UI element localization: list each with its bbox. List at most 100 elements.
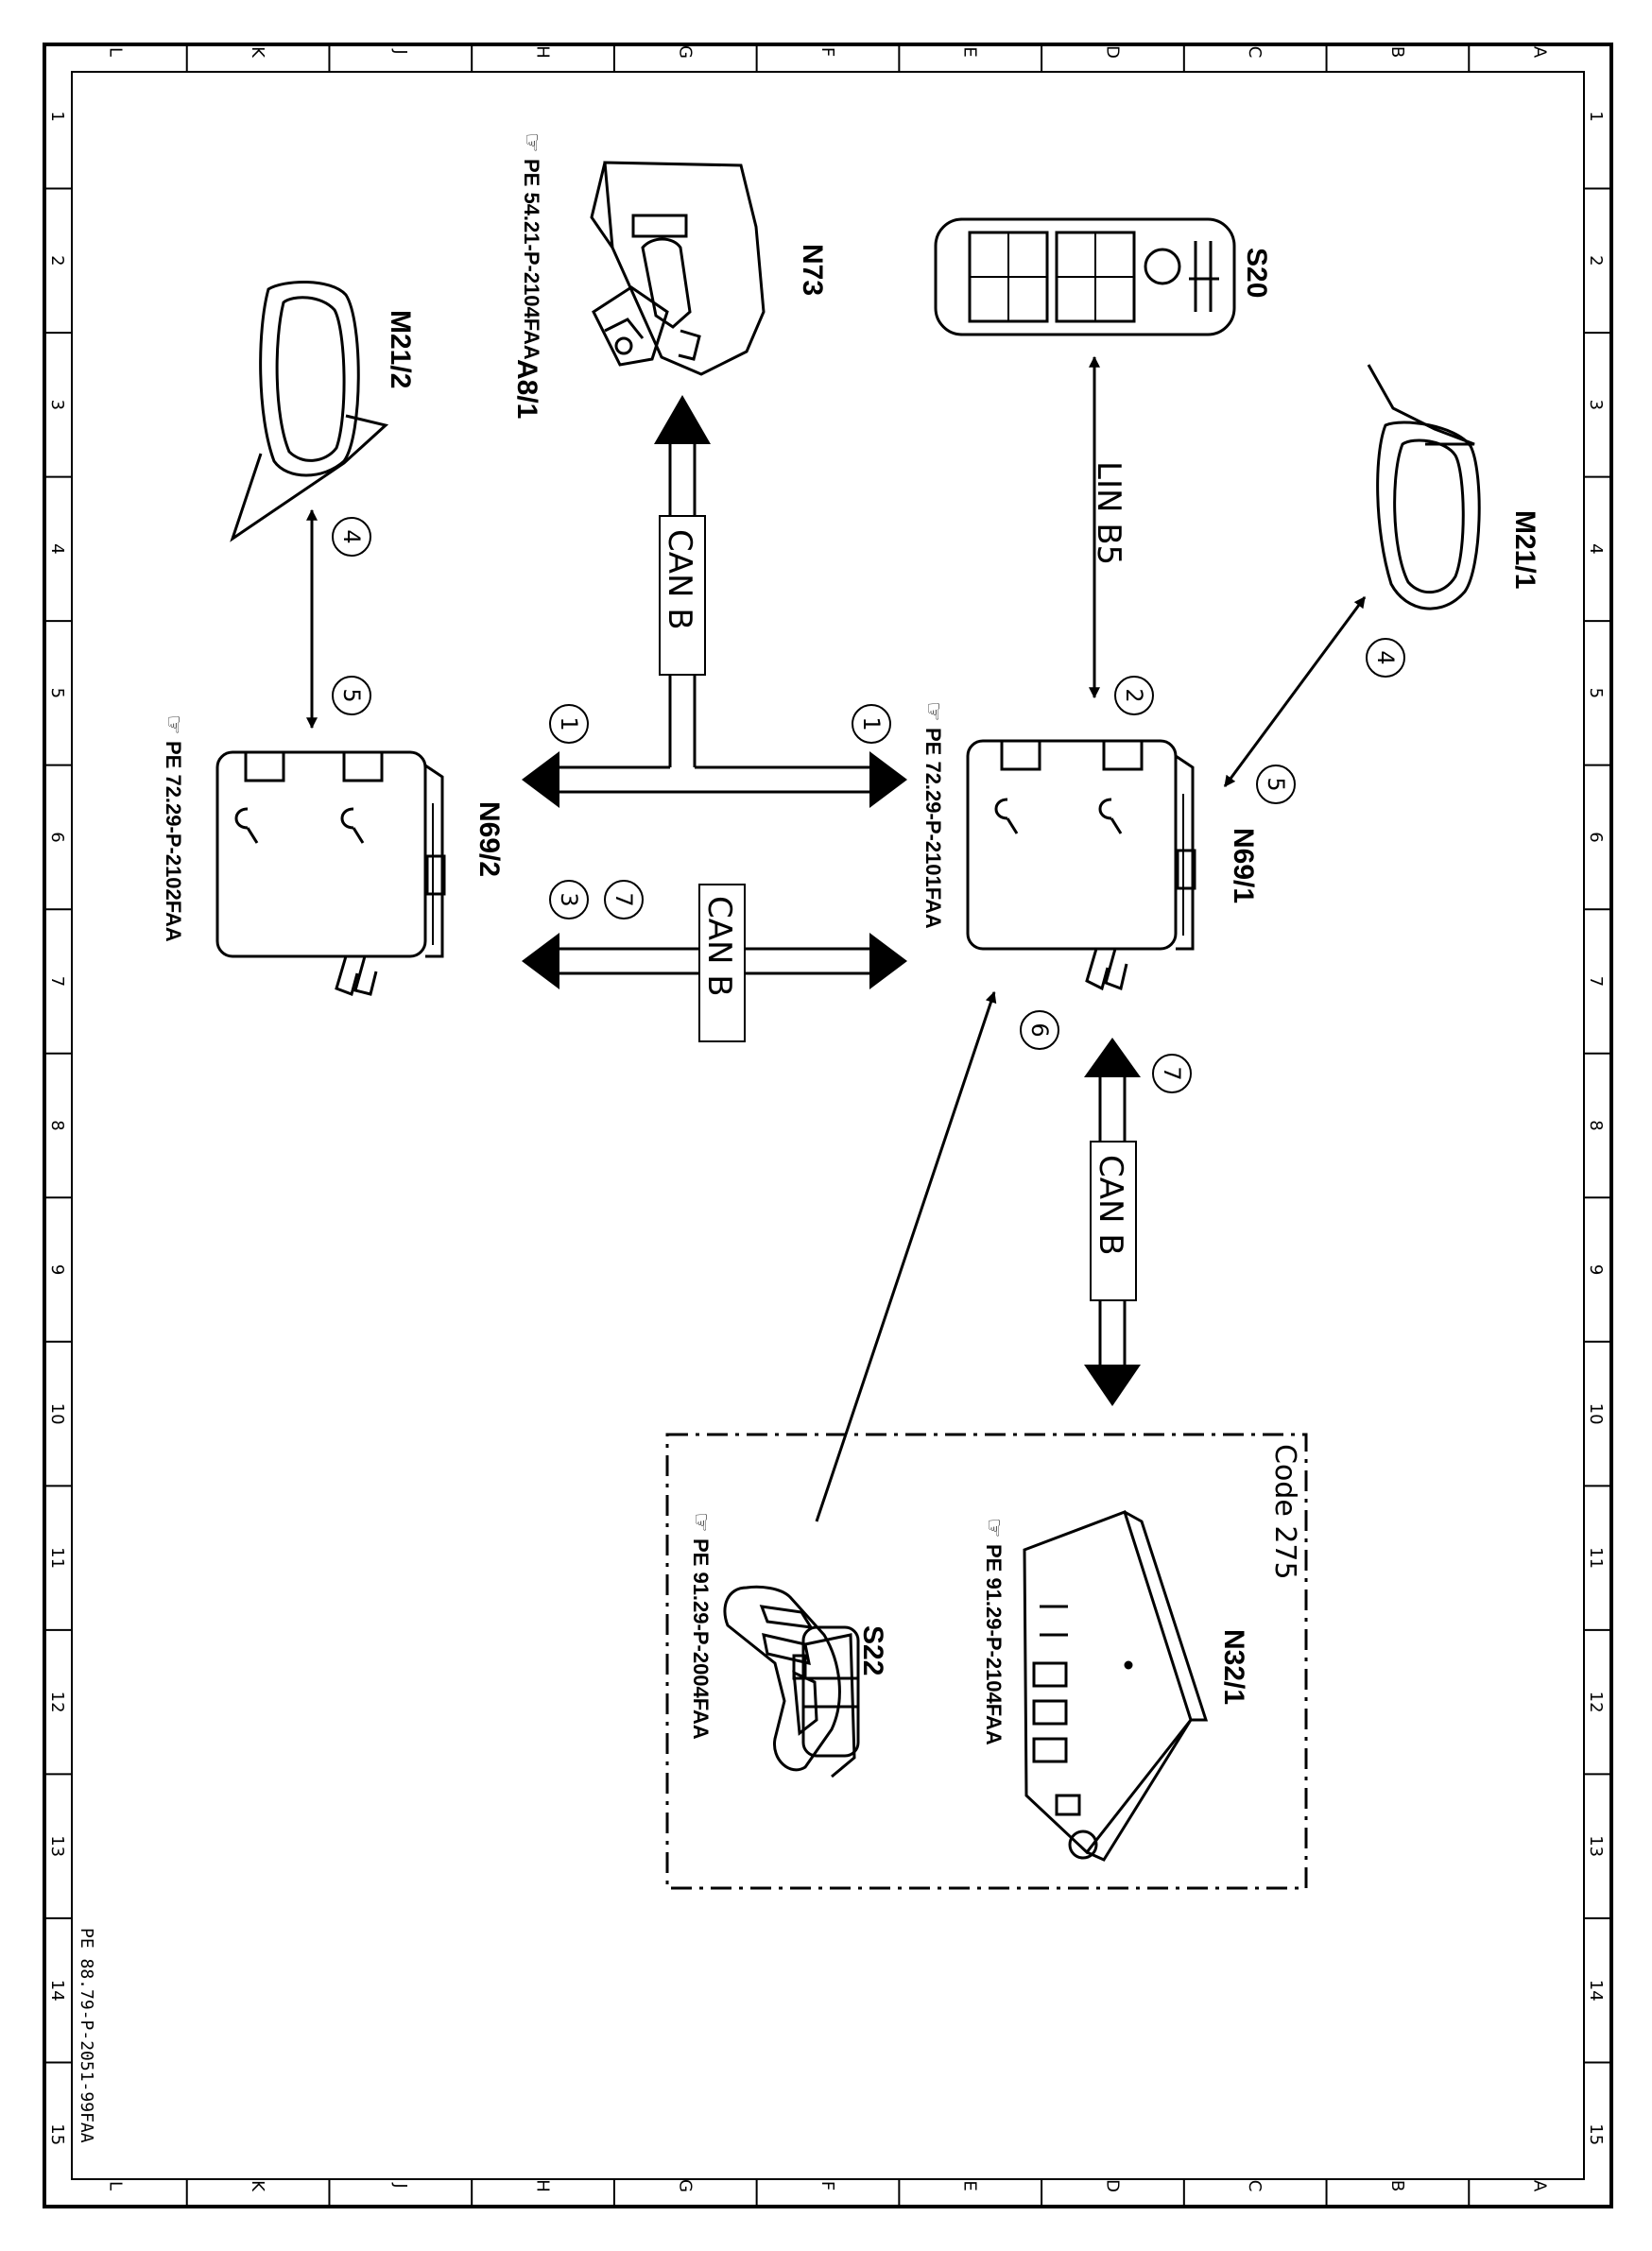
a8-1-label: A8/1 — [511, 359, 542, 419]
n73-ignition-switch — [590, 161, 766, 376]
n69-1-label: N69/1 — [1228, 828, 1259, 903]
frame-letter-bottom: K — [248, 2180, 267, 2192]
frame-letter-bottom: J — [390, 2182, 410, 2188]
frame-number-left: 14 — [47, 1980, 67, 2002]
n73-pointer-icon: ☞ — [519, 132, 545, 153]
marker-6: 6 — [1020, 1010, 1059, 1050]
frame-number-left: 6 — [47, 832, 67, 842]
can-b-top-label-box — [659, 515, 706, 676]
frame-letter-bottom: B — [1387, 2180, 1407, 2191]
svg-text:7: 7 — [611, 892, 637, 906]
n69-2-label: N69/2 — [473, 801, 505, 877]
frame-letter-bottom: F — [817, 2181, 837, 2191]
frame-number-right: 4 — [1586, 543, 1606, 554]
s22-seat-switch — [723, 1585, 860, 1778]
frame-letter-top: A — [1530, 46, 1550, 59]
s22-link — [815, 990, 997, 1522]
frame-number-right: 12 — [1586, 1692, 1606, 1713]
m21-1-link — [1223, 596, 1367, 787]
can-b-lower-label: CAN B — [1092, 1155, 1129, 1256]
can-b-top-bus — [522, 395, 907, 808]
frame-number-left: 7 — [47, 976, 67, 987]
drawing-frame — [43, 43, 1613, 2208]
marker-1a: 1 — [549, 704, 589, 744]
frame-letter-bottom: L — [105, 2181, 125, 2191]
n32-1-pointer-icon: ☞ — [981, 1518, 1007, 1538]
frame-letter-bottom: D — [1102, 2179, 1122, 2192]
frame-number-right: 3 — [1586, 400, 1606, 410]
frame-number-left: 8 — [47, 1120, 67, 1130]
marker-5a: 5 — [1256, 765, 1296, 804]
m21-2-mirror — [230, 281, 389, 542]
frame-ticks — [44, 44, 1611, 2207]
footer-doc-ref: PE 88.79-P-2051-99FAA — [77, 1928, 96, 2143]
frame-number-left: 15 — [47, 2123, 67, 2145]
marker-5b: 5 — [332, 676, 371, 715]
svg-text:2: 2 — [1121, 688, 1147, 702]
svg-text:3: 3 — [556, 892, 582, 906]
frame-letter-top: H — [533, 45, 553, 59]
frame-number-right: 13 — [1586, 1835, 1606, 1857]
frame-number-left: 13 — [47, 1835, 67, 1857]
svg-text:6: 6 — [1026, 1022, 1053, 1037]
code-275-option-box — [665, 1433, 1308, 1890]
svg-text:7: 7 — [1159, 1066, 1185, 1080]
frame-number-left: 3 — [47, 400, 67, 410]
svg-text:1: 1 — [556, 716, 582, 730]
n69-1-control-unit — [966, 739, 1196, 991]
frame-letter-bottom: E — [960, 2180, 980, 2191]
frame-number-right: 9 — [1586, 1264, 1606, 1275]
frame-number-right: 14 — [1586, 1980, 1606, 2002]
n69-2-ref: PE 72.29-P-2102FAA — [162, 741, 185, 942]
frame-number-left: 1 — [47, 112, 67, 122]
can-b-mid-label-box — [698, 884, 746, 1042]
can-b-lower-label-box — [1090, 1141, 1137, 1301]
s22-label: S22 — [857, 1625, 888, 1675]
n69-1-ref: PE 72.29-P-2101FAA — [921, 728, 945, 929]
frame-number-right: 8 — [1586, 1120, 1606, 1130]
n32-1-label: N32/1 — [1218, 1629, 1249, 1705]
svg-text:5: 5 — [1263, 777, 1289, 791]
frame-letter-top: E — [960, 46, 980, 57]
marker-1b: 1 — [852, 704, 891, 744]
can-b-top-label: CAN B — [661, 529, 698, 630]
n69-2-control-unit — [215, 750, 446, 996]
frame-number-right: 5 — [1586, 688, 1606, 698]
marker-4b: 4 — [332, 517, 371, 557]
frame-number-left: 12 — [47, 1692, 67, 1713]
s20-switch-panel — [934, 217, 1236, 336]
frame-number-left: 10 — [47, 1403, 67, 1425]
n73-ref: PE 54.21-P-2104FAA — [520, 159, 543, 360]
svg-text:4: 4 — [1372, 650, 1399, 664]
frame-letter-bottom: H — [533, 2179, 553, 2192]
marker-4a: 4 — [1366, 638, 1405, 678]
frame-letter-top: K — [248, 46, 267, 59]
svg-text:5: 5 — [338, 688, 365, 702]
frame-number-right: 6 — [1586, 832, 1606, 842]
frame-number-left: 4 — [47, 543, 67, 554]
frame-number-right: 1 — [1586, 112, 1606, 122]
frame-number-left: 11 — [47, 1547, 67, 1569]
marker-7b: 7 — [1152, 1054, 1192, 1093]
m21-1-mirror — [1367, 364, 1481, 610]
s22-ref: PE 91.29-P-2004FAA — [689, 1538, 713, 1740]
frame-letter-top: B — [1387, 46, 1407, 58]
n32-1-ref: PE 91.29-P-2104FAA — [982, 1544, 1006, 1745]
frame-letter-bottom: G — [675, 2179, 695, 2192]
s22-pointer-icon: ☞ — [688, 1512, 714, 1533]
frame-letter-top: D — [1102, 45, 1122, 59]
frame-number-left: 9 — [47, 1264, 67, 1275]
n69-2-pointer-icon: ☞ — [161, 714, 187, 735]
marker-2: 2 — [1114, 676, 1154, 715]
svg-text:1: 1 — [858, 716, 885, 730]
frame-letter-top: C — [1245, 46, 1265, 59]
frame-number-left: 2 — [47, 255, 67, 266]
n69-1-pointer-icon: ☞ — [921, 701, 947, 722]
n32-1-control-unit — [1023, 1510, 1209, 1862]
frame-letter-top: G — [675, 45, 695, 59]
marker-3: 3 — [549, 880, 589, 919]
frame-number-right: 10 — [1586, 1403, 1606, 1425]
